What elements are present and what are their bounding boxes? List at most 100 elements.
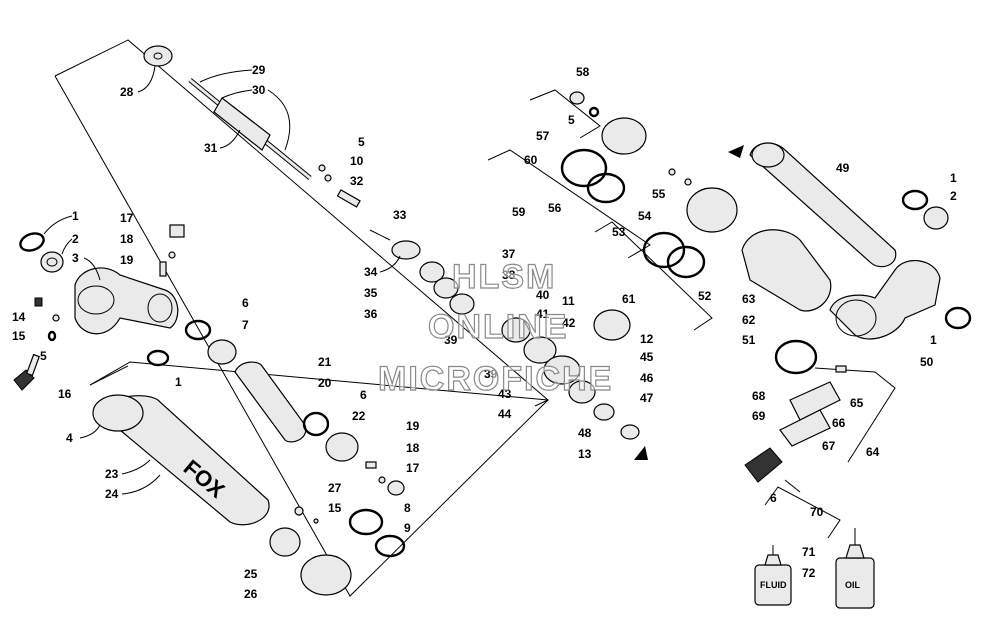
o-ring-1-right-lower (944, 306, 972, 330)
label-13: 13 (578, 447, 592, 461)
piston-11-12 (593, 309, 631, 341)
cap-assembly-57 (601, 117, 647, 155)
pin-33 (369, 229, 391, 241)
label-17-a: 17 (120, 211, 134, 225)
body-50 (829, 259, 941, 340)
label-20: 20 (318, 376, 332, 390)
parts-27-15 (294, 506, 319, 524)
end-cap-22 (325, 432, 359, 462)
label-27: 27 (328, 481, 342, 495)
reservoir-tube-4-23-24: FOX (92, 394, 270, 526)
washer-28 (143, 45, 173, 67)
label-61: 61 (622, 292, 636, 306)
label-16: 16 (58, 387, 72, 401)
label-32: 32 (350, 174, 364, 188)
label-18-b: 18 (406, 441, 420, 455)
label-25: 25 (244, 567, 258, 581)
label-10: 10 (350, 154, 364, 168)
label-49: 49 (836, 161, 850, 175)
bearing-2-right (923, 206, 949, 230)
arrow-down-right (634, 446, 648, 460)
label-39-a: 39 (444, 333, 458, 347)
label-42: 42 (562, 316, 576, 330)
label-5-c: 5 (568, 113, 575, 127)
parts-55-54 (668, 168, 738, 233)
label-6-a: 6 (242, 296, 249, 310)
group-outline-70 (764, 486, 841, 539)
small-5-10-32 (318, 164, 361, 208)
label-48: 48 (578, 426, 592, 440)
label-53: 53 (612, 225, 626, 239)
label-21: 21 (318, 355, 332, 369)
label-66: 66 (832, 416, 846, 430)
bearing-7 (207, 339, 237, 365)
group-outline-59 (487, 149, 651, 259)
seal-8-9 (348, 508, 406, 558)
label-36: 36 (364, 307, 378, 321)
label-24: 24 (105, 487, 119, 501)
callout-labels: 1 2 3 14 15 5 16 1 4 23 24 28 29 30 31 5… (12, 63, 957, 601)
label-38: 38 (502, 268, 516, 282)
valve-stack-65-69 (779, 365, 847, 447)
label-4: 4 (66, 431, 73, 445)
label-50: 50 (920, 355, 934, 369)
label-22: 22 (352, 409, 366, 423)
bladder-20-21 (234, 361, 307, 443)
label-43: 43 (498, 387, 512, 401)
label-2-b: 2 (950, 189, 957, 203)
group-outline-61 (594, 221, 713, 331)
label-9: 9 (404, 521, 411, 535)
label-57: 57 (536, 129, 550, 143)
label-35: 35 (364, 286, 378, 300)
label-70: 70 (810, 505, 824, 519)
label-54: 54 (638, 209, 652, 223)
watermark: HLSM ONLINE MICROFICHE (377, 257, 613, 398)
o-ring-6-mid (302, 411, 330, 437)
label-15-b: 15 (328, 501, 342, 515)
label-37: 37 (502, 247, 516, 261)
watermark-line-2: ONLINE (428, 308, 568, 346)
label-31: 31 (204, 141, 218, 155)
spring-6-right (784, 479, 801, 493)
o-ring-5-right (588, 106, 600, 118)
label-19-b: 19 (406, 419, 420, 433)
label-5-a: 5 (40, 349, 47, 363)
label-40: 40 (536, 288, 550, 302)
label-63: 63 (742, 292, 756, 306)
label-5-b: 5 (358, 135, 365, 149)
group-outline-57 (529, 89, 601, 139)
label-19-a: 19 (120, 253, 134, 267)
label-64: 64 (866, 445, 880, 459)
label-12: 12 (640, 332, 654, 346)
label-6-b: 6 (360, 388, 367, 402)
adjuster-70 (744, 447, 783, 483)
label-14: 14 (12, 310, 26, 324)
cylinder-62-63 (741, 229, 832, 312)
schrader-valve-16 (13, 353, 41, 391)
label-51: 51 (742, 333, 756, 347)
label-41: 41 (536, 307, 550, 321)
label-47: 47 (640, 391, 654, 405)
group-outline-main (54, 39, 549, 597)
label-56: 56 (548, 201, 562, 215)
label-52: 52 (698, 289, 712, 303)
snap-ring-60 (560, 148, 608, 188)
sleeve-49 (749, 142, 897, 268)
oil-bottle-label: OIL (845, 580, 861, 590)
fluid-bottle-label: FLUID (760, 580, 787, 590)
label-1-b: 1 (175, 375, 182, 389)
oil-bottle-72: OIL (835, 528, 875, 609)
label-60: 60 (524, 153, 538, 167)
label-11: 11 (562, 294, 575, 308)
label-15-a: 15 (12, 329, 26, 343)
label-18-a: 18 (120, 232, 134, 246)
label-30: 30 (252, 83, 266, 97)
label-7: 7 (242, 318, 249, 332)
fluid-bottle-71: FLUID (754, 545, 792, 606)
watermark-line-3: MICROFICHE (378, 360, 613, 398)
o-ring-51 (774, 339, 818, 375)
bearing-2-left (40, 251, 64, 273)
label-1-d: 1 (930, 333, 937, 347)
label-59: 59 (512, 205, 526, 219)
